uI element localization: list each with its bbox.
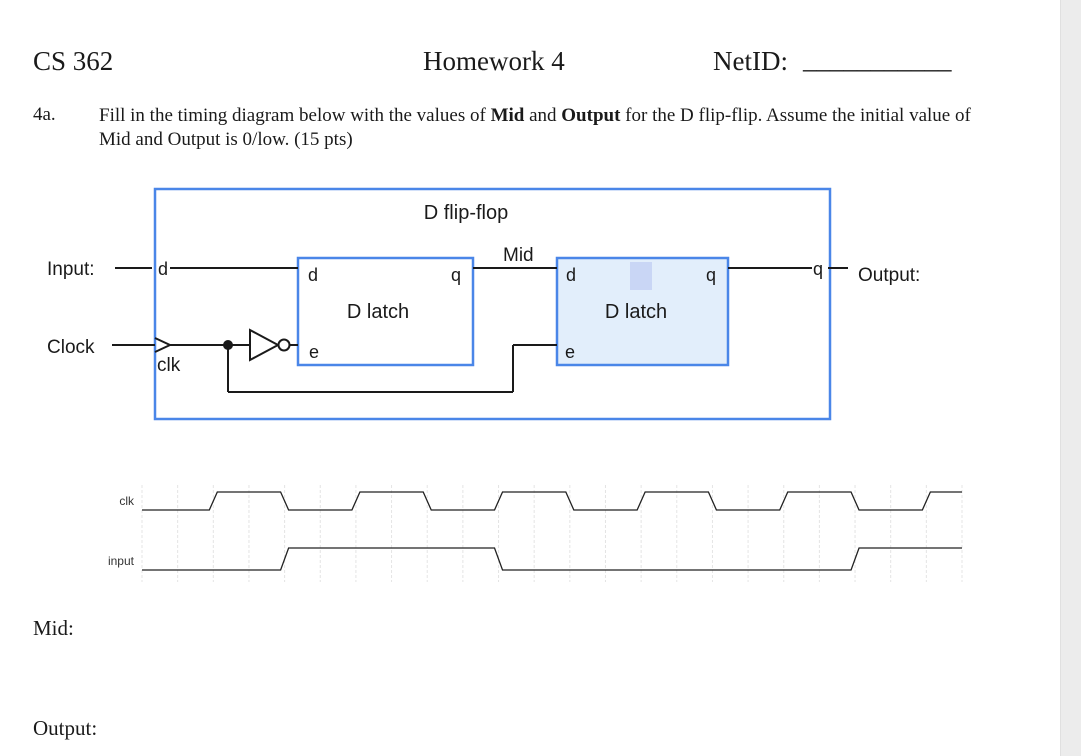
latch1-box (296, 256, 475, 367)
mid-answer-label: Mid: (33, 616, 74, 640)
question-text: Fill in the timing diagram below with th… (99, 104, 979, 152)
timing-diagram: clk input (108, 485, 963, 582)
question-text-part: Fill in the timing diagram below with th… (99, 105, 491, 126)
input-waveform (142, 547, 962, 571)
timing-signal-label: input (108, 554, 135, 568)
latch1-e-pin: e (309, 342, 319, 362)
netid-label: NetID: (713, 46, 788, 76)
clock-junction-dot (223, 340, 233, 350)
timing-grid (141, 485, 963, 582)
flip-flop-circuit-diagram: D flip-flop D latch d q e D latch d q e … (47, 187, 920, 421)
mid-label: Mid (503, 245, 534, 266)
netid-blank: ___________ (803, 44, 952, 74)
course-title: CS 362 (33, 46, 114, 76)
latch2-q-pin: q (706, 265, 716, 285)
latch1-d-pin: d (308, 265, 318, 285)
outer-d-pin: d (158, 259, 168, 279)
clock-label: Clock (47, 337, 95, 358)
latch1-q-pin: q (451, 265, 461, 285)
latch2-highlight (630, 262, 652, 290)
timing-waves (142, 491, 962, 571)
latch2-d-pin: d (566, 265, 576, 285)
input-label: Input: (47, 259, 95, 280)
latch2-title: D latch (605, 301, 667, 323)
inverter-bubble (277, 338, 291, 352)
question-text-part: for the D flip-flip. Assume the initial … (99, 105, 971, 150)
clk-waveform (142, 491, 962, 511)
outer-q-pin: q (813, 259, 823, 279)
question-text-part: and (524, 105, 562, 126)
outer-clk-pin: clk (157, 355, 181, 376)
assignment-title: Homework 4 (423, 46, 565, 76)
timing-signal-label: clk (119, 494, 135, 508)
output-answer-label: Output: (33, 716, 98, 740)
scrollbar[interactable] (1060, 0, 1081, 756)
question-number: 4a. (33, 104, 56, 125)
latch2-e-pin: e (565, 342, 575, 362)
latch1-title: D latch (347, 301, 409, 323)
question-mid-bold: Mid (490, 105, 525, 126)
output-label: Output: (858, 265, 920, 286)
circuit-wires (112, 267, 848, 393)
question-output-bold: Output (561, 105, 621, 126)
flip-flop-title: D flip-flop (424, 202, 508, 224)
inverter-gate (249, 328, 281, 362)
